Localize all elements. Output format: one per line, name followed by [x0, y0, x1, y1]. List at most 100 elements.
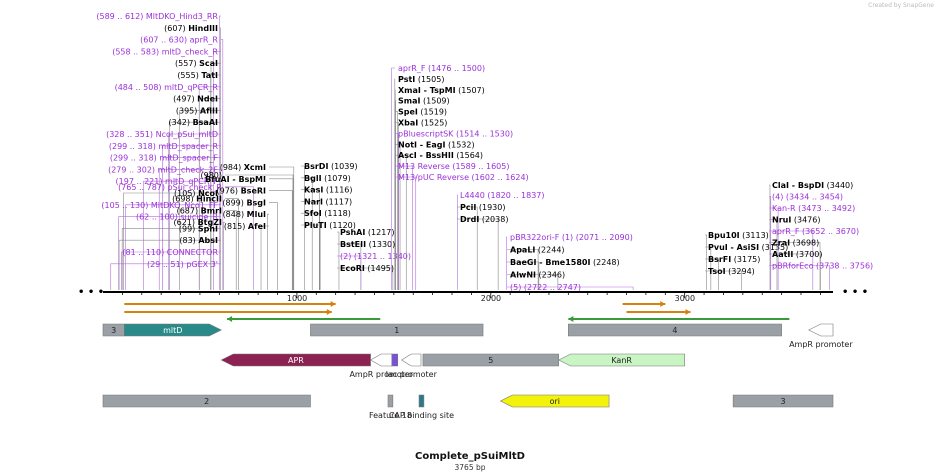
feature-label: mltD [163, 326, 182, 335]
site-label: (4) (3434 .. 3454) [772, 193, 843, 202]
site-position: (3135) [759, 243, 788, 252]
feature-label: 3 [111, 326, 116, 335]
site-position: (984) [220, 163, 244, 172]
site-leader-line [225, 186, 254, 290]
feature-1 [310, 323, 484, 337]
enzyme-name: AfeI [248, 222, 266, 231]
site-label: pBluescriptSK (1514 .. 1530) [398, 129, 513, 138]
enzyme-name: PstI [398, 75, 415, 84]
map-title: Complete_pSuiMltD [415, 451, 525, 462]
site-leader-line [168, 133, 221, 290]
site-label: (99) SphI [179, 224, 218, 233]
site-label: XmaI - TspMI (1507) [398, 86, 485, 95]
site-position: (3294) [726, 267, 755, 276]
site-label: XbaI (1525) [398, 119, 447, 128]
site-position: (1930) [476, 203, 505, 212]
site-leader-line [260, 225, 269, 290]
site-position: (1507) [456, 86, 485, 95]
site-label: EcoRI (1495) [340, 264, 394, 273]
site-leader-line [769, 253, 821, 290]
site-label: (279 .. 302) mltD_check_2F [108, 165, 218, 174]
feature-marker [391, 353, 399, 367]
site-position: (976) [217, 187, 241, 196]
enzyme-name: HindIII [188, 24, 218, 33]
site-position: (1120) [327, 221, 356, 230]
site-leader-line [395, 100, 396, 290]
site-leader-line [301, 165, 305, 290]
site-leader-line [395, 144, 401, 290]
site-position: (1118) [322, 209, 351, 218]
feature-label: APR [288, 356, 304, 365]
site-position: (815) [224, 222, 248, 231]
site-leader-line [395, 111, 398, 290]
site-position: (1039) [328, 162, 357, 171]
site-position: (621) [174, 218, 198, 227]
site-leader-line [118, 216, 221, 290]
site-position: (2038) [479, 215, 508, 224]
site-position: (555) [177, 71, 201, 80]
site-leader-line [507, 261, 540, 290]
enzyme-name: AflII [200, 106, 218, 115]
feature-label: 4 [672, 326, 677, 335]
site-leader-line [269, 202, 278, 290]
site-label: (29 .. 51) pGEX 3' [147, 260, 218, 269]
feature-label: AmpR promoter [789, 340, 853, 349]
site-label: NotI - EagI (1532) [398, 140, 475, 149]
site-position: (1330) [366, 240, 395, 249]
site-label: (557) ScaI [175, 59, 218, 68]
site-position: (1116) [323, 186, 352, 195]
site-position: (3113) [740, 231, 769, 240]
site-label: (899) BsgI [222, 198, 266, 207]
feature-label: 1 [394, 326, 399, 335]
orf-arrowhead [568, 316, 574, 322]
enzyme-name: XbaI [398, 119, 418, 128]
enzyme-name: DrdI [460, 215, 479, 224]
enzyme-name: NcoI [198, 189, 218, 198]
site-label: (607 .. 630) aprR_R [140, 36, 218, 45]
site-label: SfoI (1118) [304, 209, 351, 218]
site-position: (1564) [454, 151, 483, 160]
site-label: aprR_F (3652 .. 3670) [772, 227, 859, 236]
site-position: (607) [164, 24, 188, 33]
feature-kanr [557, 353, 685, 367]
feature-3 [732, 394, 834, 408]
site-label: (848) MluI [223, 210, 266, 219]
enzyme-name: BsgI [246, 198, 266, 207]
site-label: (497) NdeI [173, 95, 218, 104]
site-leader-line [337, 255, 362, 290]
site-label: (980) [200, 171, 222, 180]
site-leader-line [705, 258, 719, 290]
enzyme-name: PciI [460, 203, 476, 212]
site-position: (698) [172, 195, 196, 204]
site-label: PstI (1505) [398, 75, 444, 84]
feature-label: AmpR promoter [349, 370, 413, 379]
site-label: BstEII (1330) [340, 240, 395, 249]
site-label: M13 Reverse (1589 .. 1605) [398, 162, 509, 171]
site-label: (984) XcmI [220, 163, 266, 172]
enzyme-name: ScaI [199, 59, 218, 68]
site-label: NarI (1117) [304, 197, 352, 206]
site-leader-line [337, 267, 394, 290]
site-label: BsrFI (3175) [708, 255, 760, 264]
site-label: ClaI - BspDI (3440) [772, 181, 853, 190]
enzyme-name: KasI [304, 186, 323, 195]
enzyme-name: PvuI - AsiSI [708, 243, 759, 252]
site-label: (299 .. 318) mltD_spacer_R [109, 142, 219, 151]
site-leader-line [507, 274, 559, 290]
site-position: (1519) [418, 108, 447, 117]
feature-label: Feature 18 [369, 411, 412, 420]
feature-label: 5 [488, 356, 493, 365]
enzyme-name: PluTI [304, 221, 327, 230]
site-leader-line [301, 224, 321, 290]
enzyme-name: AscI - BssHII [398, 151, 454, 160]
site-position: (3698) [790, 239, 819, 248]
site-label: (687) BmrI [177, 206, 222, 215]
site-leader-line [179, 110, 221, 290]
site-leader-line [121, 251, 221, 290]
left-ellipsis: • • • [78, 287, 104, 298]
orf-arrowhead [227, 316, 233, 322]
site-leader-line [143, 180, 221, 290]
feature-2 [102, 394, 311, 408]
site-position: (848) [223, 210, 247, 219]
